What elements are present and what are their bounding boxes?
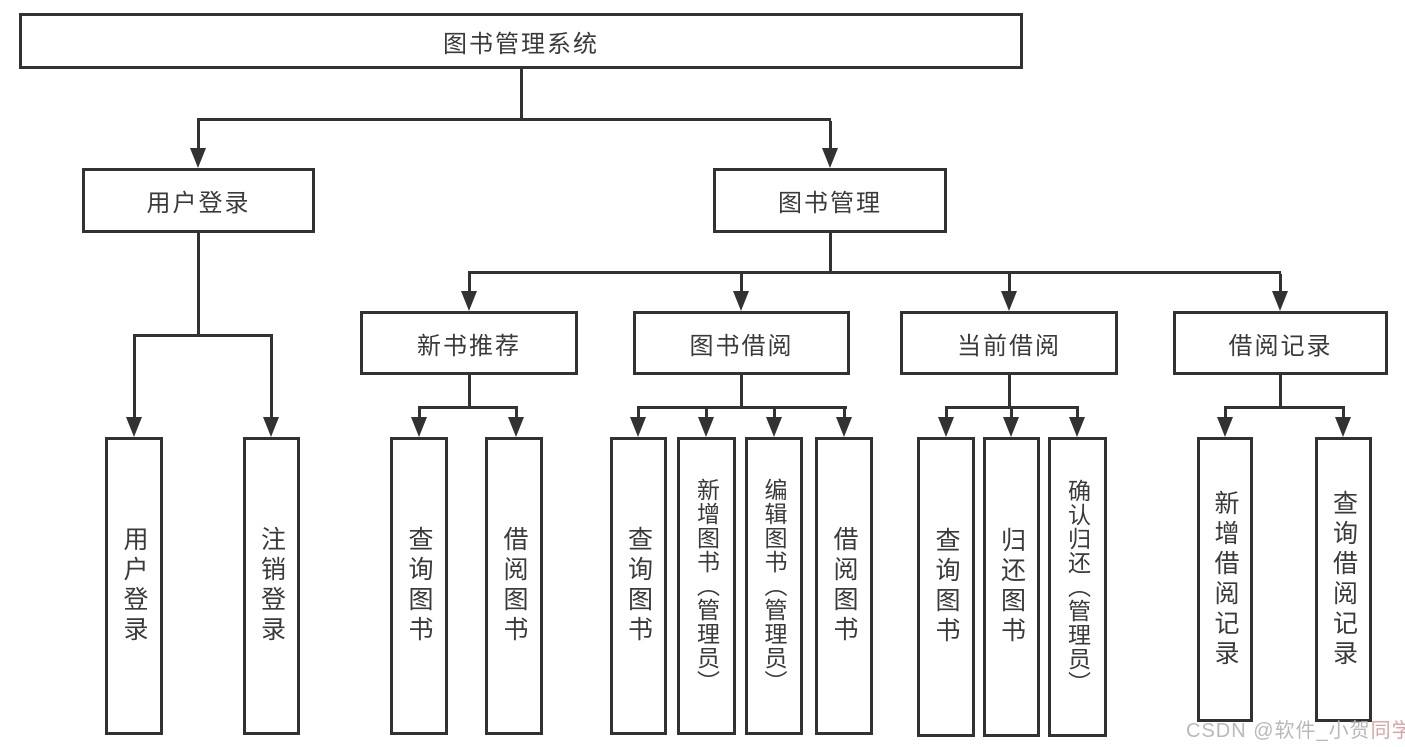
leaf-user-login: 用户登录: [105, 437, 163, 735]
connector-line: [1279, 274, 1282, 293]
arrowhead-icon: [126, 417, 142, 437]
arrowhead-icon: [1272, 291, 1288, 311]
leaf-cb-return-books: 归还图书: [983, 437, 1040, 737]
connector-line: [637, 406, 847, 409]
leaf-br-add-record: 新增借阅记录: [1197, 437, 1253, 722]
node-book-borrow: 图书借阅: [633, 311, 850, 375]
connector-line: [773, 409, 776, 419]
connector-line: [515, 409, 518, 419]
leaf-bb-borrow-books: 借阅图书: [815, 437, 873, 735]
connector-line: [740, 375, 743, 409]
arrowhead-icon: [938, 417, 954, 437]
arrowhead-icon: [1001, 291, 1017, 311]
node-new-book-recommend: 新书推荐: [360, 311, 578, 375]
arrowhead-icon: [1003, 417, 1019, 437]
connector-line: [133, 334, 273, 337]
connector-line: [197, 118, 831, 121]
connector-line: [1224, 406, 1345, 409]
connector-line: [197, 233, 200, 336]
arrowhead-icon: [822, 148, 838, 168]
arrowhead-icon: [1335, 417, 1351, 437]
leaf-cb-query-books: 查询图书: [917, 437, 975, 737]
connector-line: [1008, 274, 1011, 293]
connector-line: [468, 274, 471, 293]
arrowhead-icon: [630, 417, 646, 437]
connector-line: [270, 337, 273, 419]
node-borrow-records: 借阅记录: [1173, 311, 1388, 375]
node-root: 图书管理系统: [19, 13, 1023, 69]
arrowhead-icon: [1217, 417, 1233, 437]
leaf-nbr-query-books: 查询图书: [390, 437, 448, 735]
connector-line: [197, 121, 200, 151]
node-book-management: 图书管理: [713, 168, 947, 233]
connector-line: [945, 406, 1079, 409]
connector-line: [637, 409, 640, 419]
arrowhead-icon: [263, 417, 279, 437]
connector-line: [418, 406, 518, 409]
connector-line: [418, 409, 421, 419]
arrowhead-icon: [1069, 417, 1085, 437]
connector-line: [1342, 409, 1345, 419]
leaf-bb-edit-books-admin: 编辑图书（管理员）: [745, 437, 803, 735]
leaf-cb-confirm-return-admin: 确认归还（管理员）: [1048, 437, 1107, 737]
leaf-bb-add-books-admin: 新增图书（管理员）: [677, 437, 736, 735]
connector-line: [740, 274, 743, 293]
connector-line: [945, 409, 948, 419]
arrowhead-icon: [461, 291, 477, 311]
leaf-br-query-record: 查询借阅记录: [1315, 437, 1372, 722]
csdn-watermark: CSDN @软件_小贺同学: [1186, 714, 1405, 743]
arrowhead-icon: [411, 417, 427, 437]
leaf-bb-query-books: 查询图书: [610, 437, 667, 735]
connector-line: [520, 69, 523, 120]
connector-line: [705, 409, 708, 419]
connector-line: [1076, 409, 1079, 419]
node-current-borrow: 当前借阅: [900, 311, 1118, 375]
arrowhead-icon: [733, 291, 749, 311]
connector-line: [468, 271, 1281, 274]
connector-line: [1279, 375, 1282, 409]
connector-line: [829, 121, 832, 151]
node-user-login: 用户登录: [82, 168, 315, 233]
connector-line: [843, 409, 846, 419]
arrowhead-icon: [508, 417, 524, 437]
connector-line: [1224, 409, 1227, 419]
leaf-nbr-borrow-books: 借阅图书: [485, 437, 543, 735]
csdn-watermark-main: CSDN @软件_小贺: [1186, 720, 1371, 742]
arrowhead-icon: [766, 417, 782, 437]
csdn-watermark-accent: 同学: [1370, 720, 1405, 742]
connector-line: [133, 337, 136, 419]
connector-line: [468, 375, 471, 409]
connector-line: [1010, 409, 1013, 419]
connector-line: [1008, 375, 1011, 409]
arrowhead-icon: [698, 417, 714, 437]
connector-line: [829, 233, 832, 274]
arrowhead-icon: [836, 417, 852, 437]
leaf-logout: 注销登录: [243, 437, 300, 735]
arrowhead-icon: [190, 148, 206, 168]
